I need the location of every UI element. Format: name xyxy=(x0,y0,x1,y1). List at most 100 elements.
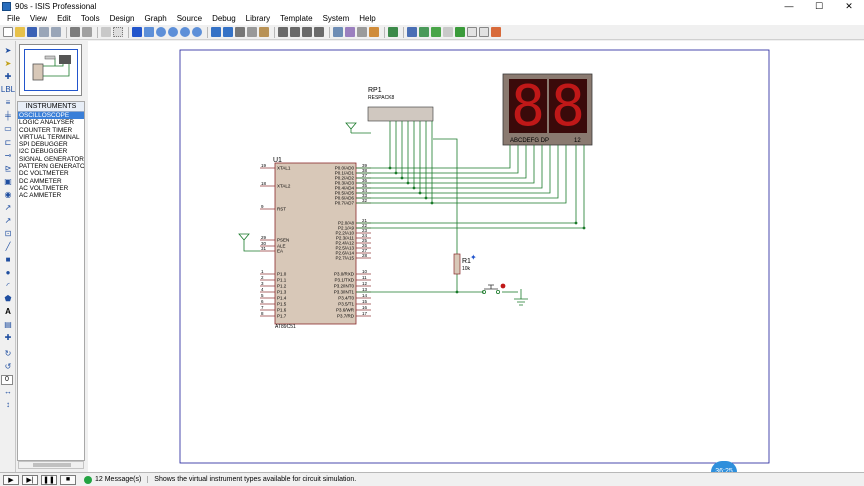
current-probe-icon[interactable]: ↗ xyxy=(4,216,12,225)
junction-dot-icon[interactable]: ✚ xyxy=(4,72,12,81)
property-assign-icon[interactable] xyxy=(419,27,429,37)
redo-icon[interactable] xyxy=(223,27,233,37)
ares-icon[interactable] xyxy=(491,27,501,37)
grid-icon[interactable] xyxy=(113,27,123,37)
play-button[interactable]: ▶ xyxy=(3,474,19,485)
goto-sheet-icon[interactable] xyxy=(455,27,465,37)
remove-sheet-icon[interactable] xyxy=(443,27,453,37)
pause-button[interactable]: ❚❚ xyxy=(41,474,57,485)
zoom-out-icon[interactable] xyxy=(168,27,178,37)
menu-library[interactable]: Library xyxy=(245,14,271,23)
menu-source[interactable]: Source xyxy=(176,14,203,23)
menu-tools[interactable]: Tools xyxy=(80,14,100,23)
zoom-all-icon[interactable] xyxy=(180,27,190,37)
power-terminal-icon[interactable] xyxy=(238,233,250,246)
instrument-item[interactable]: PATTERN GENERATOR xyxy=(19,163,84,171)
rotate-angle-field[interactable]: 0 xyxy=(1,375,13,385)
instrument-item[interactable]: VIRTUAL TERMINAL xyxy=(19,133,80,141)
block-rotate-icon[interactable] xyxy=(302,27,312,37)
wire-autorouter-icon[interactable] xyxy=(388,27,398,37)
seven-segment-display[interactable]: 8 8 ABCDEFG DP 12 xyxy=(502,73,593,146)
block-copy-icon[interactable] xyxy=(278,27,288,37)
export-icon[interactable] xyxy=(51,27,61,37)
subcircuit-icon[interactable]: ▭ xyxy=(4,124,12,133)
mirror-horizontal-icon[interactable]: ↔ xyxy=(4,387,12,396)
push-button[interactable] xyxy=(481,283,506,294)
block-delete-icon[interactable] xyxy=(314,27,324,37)
menu-template[interactable]: Template xyxy=(280,14,313,23)
close-button[interactable]: ✕ xyxy=(845,1,853,11)
pick-device-icon[interactable] xyxy=(333,27,343,37)
mirror-vertical-icon[interactable]: ↕ xyxy=(6,400,10,409)
component-mode-icon[interactable]: ➤ xyxy=(4,59,12,68)
rotate-clockwise-icon[interactable]: ↻ xyxy=(4,349,12,358)
symbol-icon[interactable]: ▤ xyxy=(4,320,12,329)
minimize-button[interactable]: — xyxy=(784,1,794,11)
menu-file[interactable]: File xyxy=(7,14,20,23)
text-icon[interactable]: A xyxy=(5,307,11,316)
overview-window[interactable] xyxy=(19,44,82,96)
search-tag-icon[interactable] xyxy=(407,27,417,37)
generator-icon[interactable]: ◉ xyxy=(4,190,12,199)
print-icon[interactable] xyxy=(70,27,80,37)
save-icon[interactable] xyxy=(27,27,37,37)
print-area-icon[interactable] xyxy=(82,27,92,37)
wire-label-icon[interactable]: LBL xyxy=(0,85,16,94)
box-icon[interactable]: ■ xyxy=(5,255,11,264)
bill-of-materials-icon[interactable] xyxy=(479,27,489,37)
list-horizontal-scrollbar[interactable] xyxy=(18,461,84,469)
new-icon[interactable] xyxy=(3,27,13,37)
menu-system[interactable]: System xyxy=(322,14,350,23)
instrument-item[interactable]: COUNTER TIMER xyxy=(19,126,73,134)
zoom-in-icon[interactable] xyxy=(156,27,166,37)
closed-path-icon[interactable]: ⬟ xyxy=(4,294,12,303)
instrument-item[interactable]: SPI DEBUGGER xyxy=(19,141,68,149)
copy-icon[interactable] xyxy=(247,27,257,37)
instrument-item[interactable]: AC AMMETER xyxy=(19,192,62,200)
rotate-anticlockwise-icon[interactable]: ↺ xyxy=(4,362,12,371)
message-count[interactable]: 12 Message(s) xyxy=(95,476,149,483)
line-icon[interactable]: ╱ xyxy=(5,242,11,251)
buses-icon[interactable]: ╪ xyxy=(5,111,11,120)
marker-icon[interactable]: ✚ xyxy=(4,333,12,342)
device-pins-icon[interactable]: ⊸ xyxy=(4,151,12,160)
voltage-probe-icon[interactable]: ↗ xyxy=(4,203,12,212)
menu-graph[interactable]: Graph xyxy=(144,14,167,23)
arc-icon[interactable]: ◜ xyxy=(6,281,10,290)
menu-view[interactable]: View xyxy=(29,14,48,23)
pan-icon[interactable] xyxy=(144,27,154,37)
instrument-item[interactable]: AC VOLTMETER xyxy=(19,184,69,192)
terminals-icon[interactable]: ⊏ xyxy=(4,138,12,147)
menu-design[interactable]: Design xyxy=(109,14,135,23)
cut-icon[interactable] xyxy=(235,27,245,37)
decompose-icon[interactable] xyxy=(369,27,379,37)
scrollbar-thumb[interactable] xyxy=(33,463,71,467)
instrument-item[interactable]: OSCILLOSCOPE xyxy=(18,112,84,120)
tape-recorder-icon[interactable]: ▣ xyxy=(4,177,12,186)
instrument-item[interactable]: LOGIC ANALYSER xyxy=(19,119,74,127)
make-device-icon[interactable] xyxy=(345,27,355,37)
text-script-icon[interactable]: ≡ xyxy=(5,98,11,107)
instrument-item[interactable]: DC VOLTMETER xyxy=(19,170,69,178)
